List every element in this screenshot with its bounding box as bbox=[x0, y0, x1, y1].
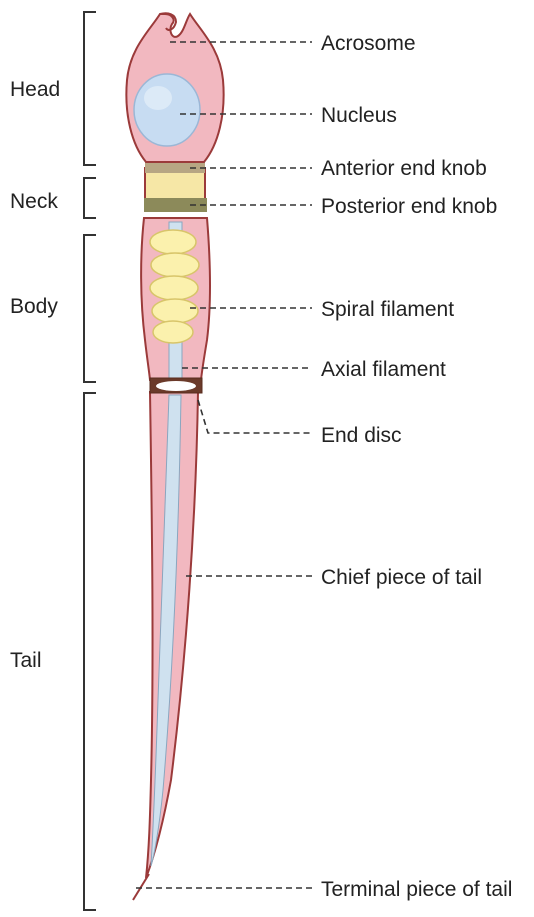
axial-filament-label: Axial filament bbox=[321, 358, 446, 381]
head-bracket bbox=[84, 12, 96, 165]
terminal-piece-label: Terminal piece of tail bbox=[321, 878, 512, 901]
spiral-filament-label: Spiral filament bbox=[321, 298, 454, 321]
chief-piece-label: Chief piece of tail bbox=[321, 566, 482, 589]
body-label: Body bbox=[10, 295, 58, 318]
body-bracket bbox=[84, 235, 96, 382]
nucleus-label: Nucleus bbox=[321, 104, 397, 127]
head-label: Head bbox=[10, 78, 60, 101]
anterior-end-knob-label: Anterior end knob bbox=[321, 157, 487, 180]
tail-label: Tail bbox=[10, 649, 42, 672]
nucleus bbox=[134, 74, 200, 146]
end-disc-leader bbox=[198, 400, 312, 433]
end-disc-label: End disc bbox=[321, 424, 402, 447]
part-labels: Acrosome Nucleus Anterior end knob Poste… bbox=[321, 32, 512, 901]
posterior-end-knob-label: Posterior end knob bbox=[321, 195, 497, 218]
region-labels: Head Neck Body Tail bbox=[10, 78, 60, 672]
neck-bracket bbox=[84, 178, 96, 218]
sperm-illustration bbox=[126, 13, 223, 900]
terminal-piece bbox=[133, 874, 149, 900]
tail-bracket bbox=[84, 393, 96, 910]
neck-label: Neck bbox=[10, 190, 58, 213]
end-disc-highlight bbox=[156, 381, 196, 391]
region-brackets bbox=[84, 12, 96, 910]
posterior-end-knob bbox=[144, 198, 207, 212]
acrosome-label: Acrosome bbox=[321, 32, 416, 55]
nucleus-highlight bbox=[144, 86, 172, 110]
